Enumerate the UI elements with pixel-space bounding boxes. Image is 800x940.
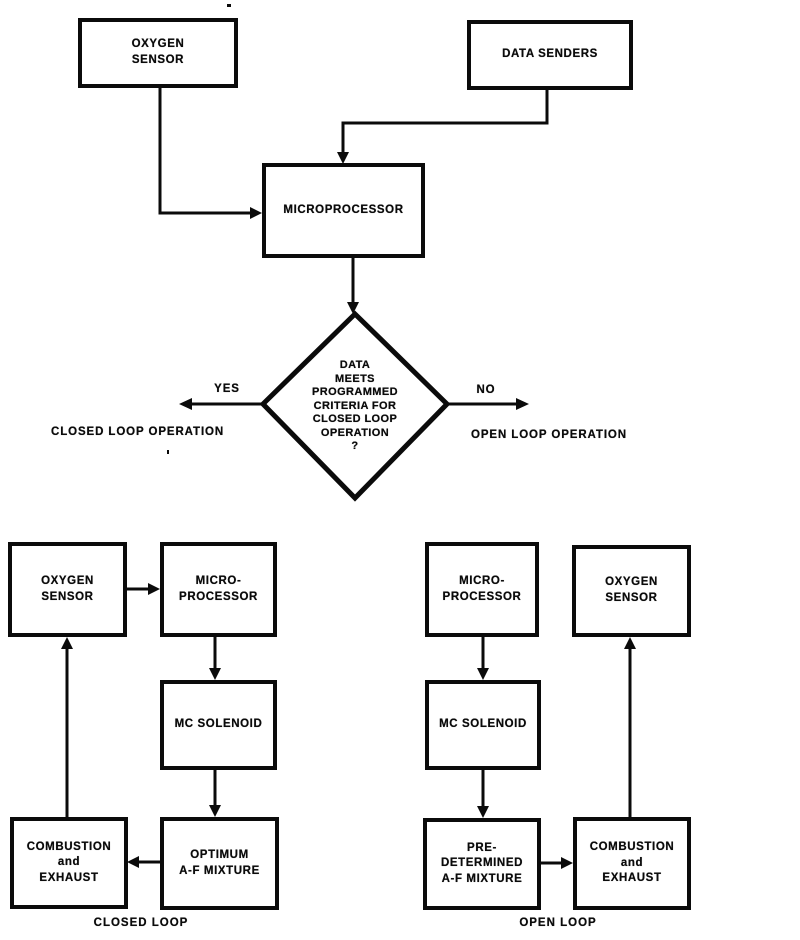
connector-yes-branch (179, 398, 263, 410)
no-branch-label: NO (476, 384, 496, 396)
connector-ol-solenoid-to-mixture (477, 770, 489, 818)
connector-cl-mixture-to-combustion (127, 856, 160, 868)
connector-ol-mixture-to-combustion (540, 857, 573, 869)
box-cl-combustion-exhaust: COMBUSTION and EXHAUST (10, 817, 128, 909)
connector-data-senders-to-microprocessor (337, 90, 549, 164)
connector-cl-oxygen-to-micro (127, 583, 160, 595)
closed-loop-operation-label: CLOSED LOOP OPERATION (51, 426, 225, 438)
connector-cl-micro-to-solenoid (209, 637, 221, 680)
decision-diamond-text: DATA MEETS PROGRAMMED CRITERIA FOR CLOSE… (312, 359, 398, 453)
box-ol-mc-solenoid: MC SOLENOID (425, 680, 541, 770)
box-cl-mc-solenoid: MC SOLENOID (160, 680, 277, 770)
decision-diamond-shape (259, 310, 451, 502)
box-data-senders: DATA SENDERS (467, 20, 633, 90)
connector-microprocessor-to-decision (347, 258, 359, 314)
connector-ol-combustion-to-oxygen (624, 637, 636, 817)
connector-cl-solenoid-to-mixture (209, 770, 221, 817)
box-cl-microprocessor: MICRO- PROCESSOR (160, 542, 277, 637)
box-oxygen-sensor-top: OXYGEN SENSOR (78, 18, 238, 88)
scan-artifact-dot-middle (167, 450, 169, 454)
box-cl-optimum-af-mixture: OPTIMUM A-F MIXTURE (160, 817, 279, 910)
scan-artifact-dot-top (227, 4, 231, 7)
connector-oxygen-sensor-to-microprocessor (158, 88, 262, 219)
box-cl-oxygen-sensor: OXYGEN SENSOR (8, 542, 127, 637)
connector-ol-micro-to-solenoid (477, 637, 489, 680)
closed-loop-caption: CLOSED LOOP (93, 917, 189, 929)
box-microprocessor-top: MICROPROCESSOR (262, 163, 425, 258)
connector-cl-combustion-to-oxygen (61, 637, 73, 817)
box-ol-predetermined-af-mixture: PRE- DETERMINED A-F MIXTURE (423, 818, 541, 910)
box-ol-combustion-exhaust: COMBUSTION and EXHAUST (573, 817, 691, 910)
connector-no-branch (447, 398, 529, 410)
yes-branch-label: YES (214, 383, 240, 395)
box-ol-oxygen-sensor: OXYGEN SENSOR (572, 545, 691, 637)
box-ol-microprocessor: MICRO- PROCESSOR (425, 542, 539, 637)
open-loop-operation-label: OPEN LOOP OPERATION (471, 429, 627, 441)
open-loop-caption: OPEN LOOP (519, 917, 597, 929)
